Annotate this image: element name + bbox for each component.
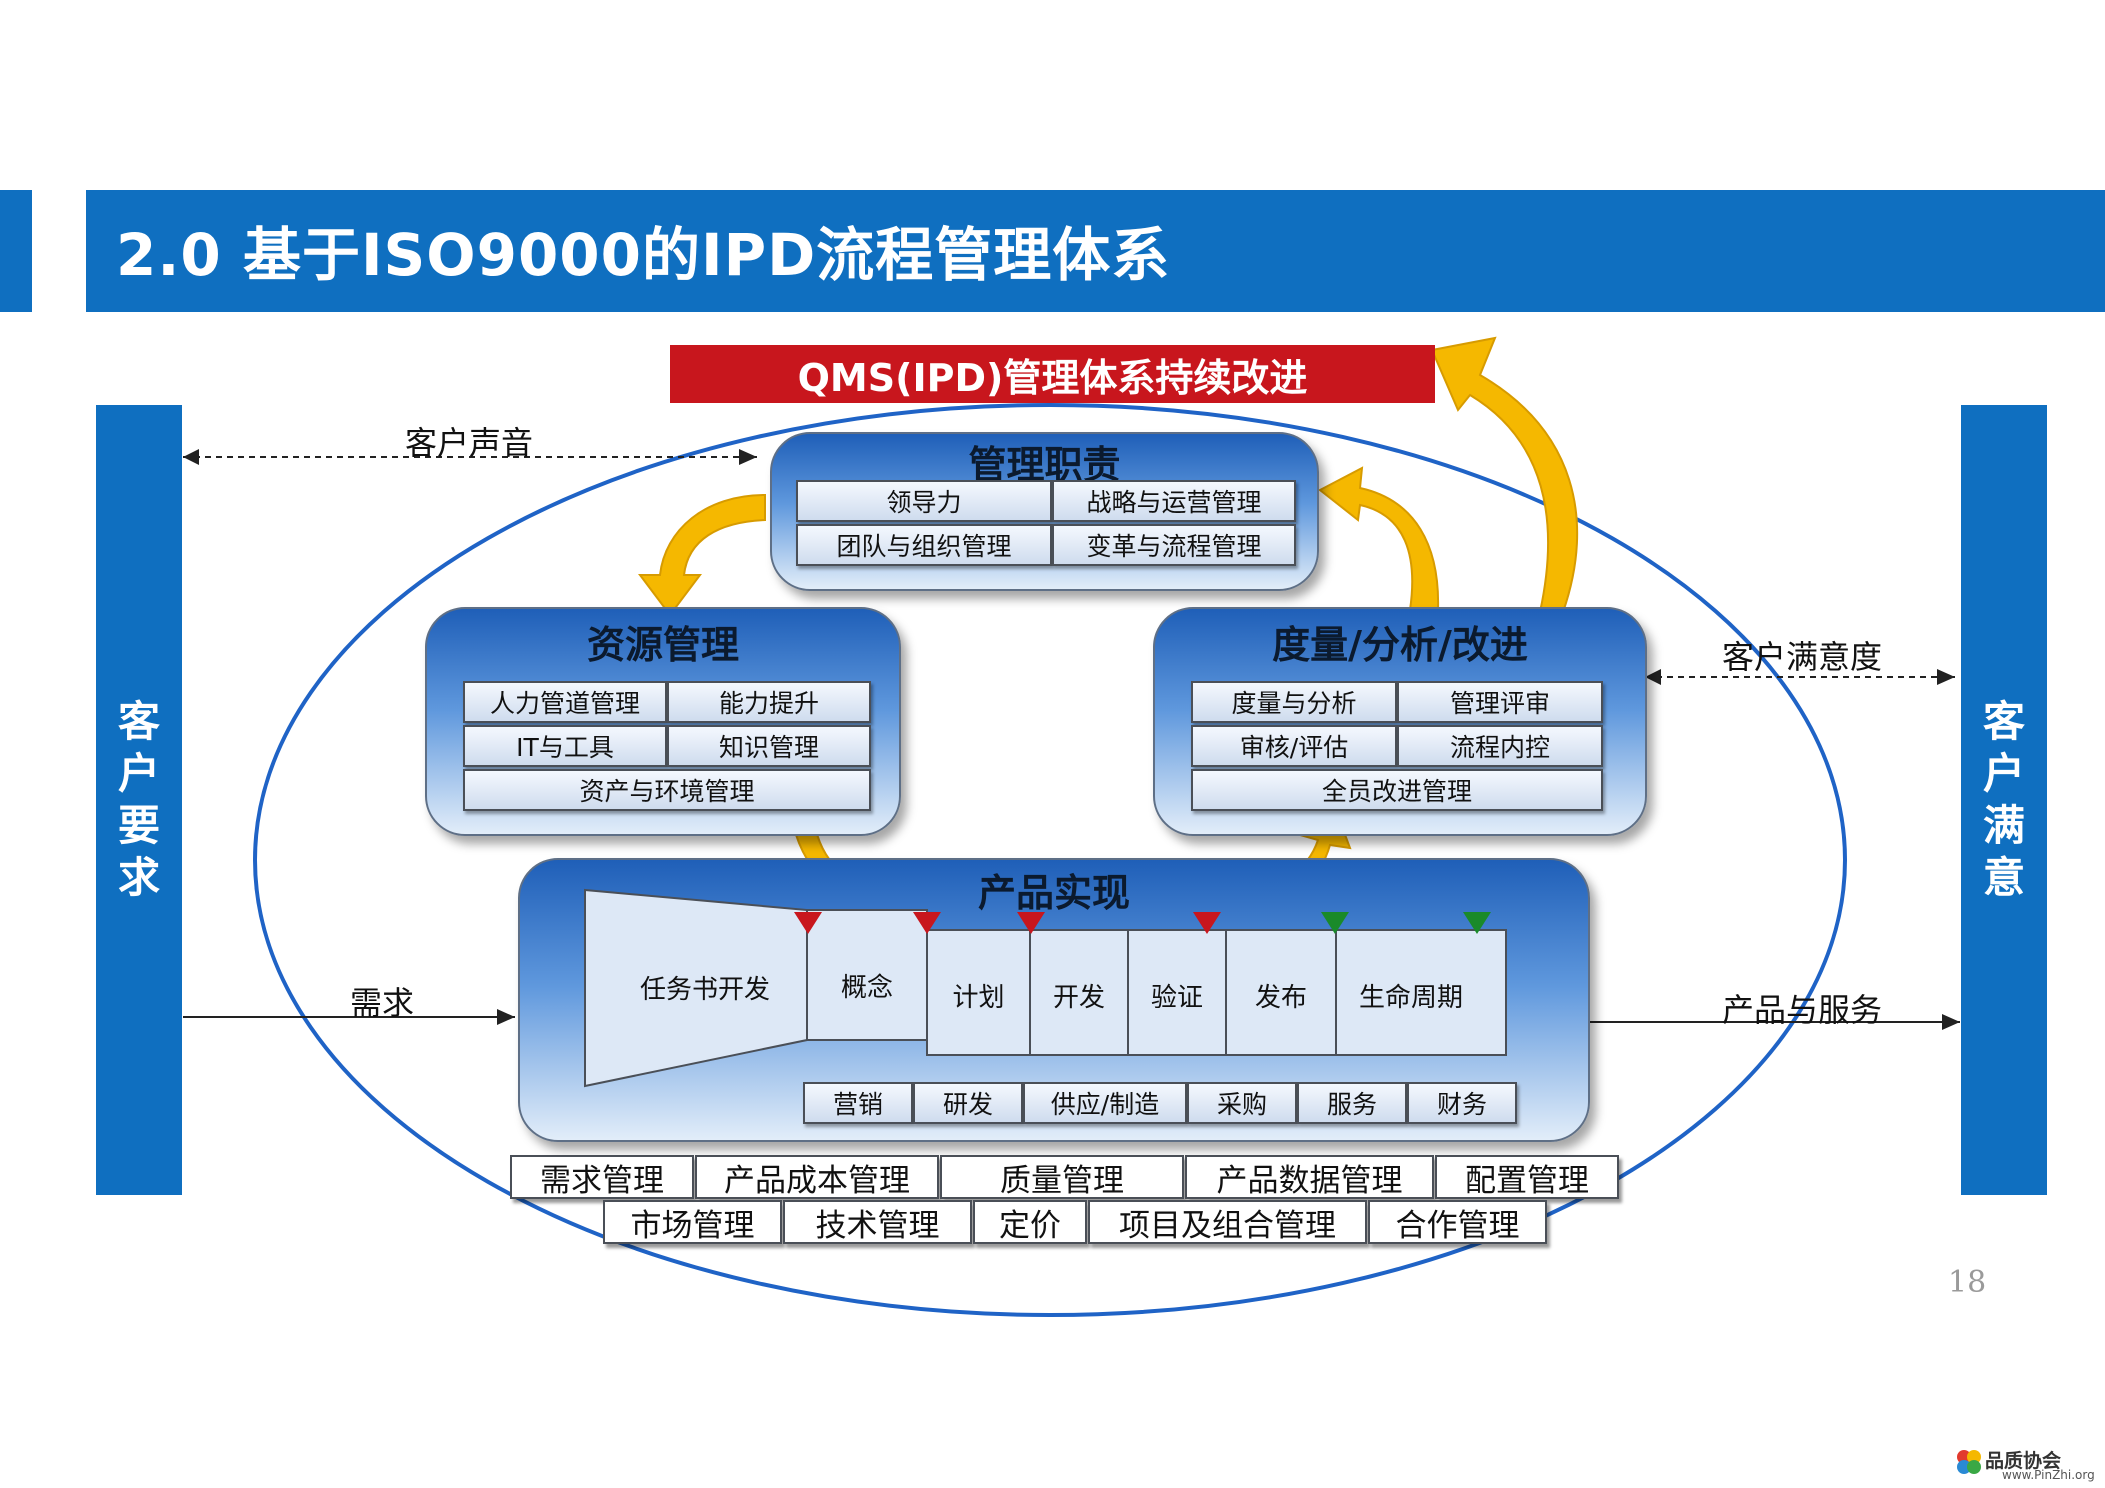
title-bar-accent — [0, 190, 32, 312]
stage-box-develop — [1029, 929, 1129, 1056]
measure-title: 度量/分析/改进 — [1272, 623, 1528, 667]
stage-concept: 概念 — [840, 972, 893, 1003]
bottom-cell: 需求管理 — [510, 1155, 694, 1199]
stage-verify: 验证 — [1150, 982, 1203, 1013]
bottom-cell: 合作管理 — [1368, 1200, 1547, 1244]
bottom-cell: 技术管理 — [783, 1200, 972, 1244]
bottom-cell: 质量管理 — [940, 1155, 1184, 1199]
milestone-green-2 — [1463, 912, 1491, 934]
customer-requirement-label: 客户要求 — [117, 697, 160, 902]
product-service-label: 产品与服务 — [1722, 991, 1883, 1029]
function-cell: 财务 — [1407, 1082, 1517, 1124]
management-panel: 管理职责 领导力 战略与运营管理 团队与组织管理 变革与流程管理 — [770, 432, 1319, 591]
customer-requirement-bar: 客户要求 — [96, 405, 182, 1195]
measure-cell: 流程内控 — [1397, 725, 1603, 767]
milestone-red-1 — [794, 912, 822, 934]
bottom-cell: 产品数据管理 — [1185, 1155, 1434, 1199]
measure-to-management-arrow — [1318, 466, 1440, 611]
management-cell: 战略与运营管理 — [1052, 480, 1296, 522]
management-cell: 变革与流程管理 — [1052, 524, 1296, 566]
management-title: 管理职责 — [968, 443, 1121, 487]
bottom-cell: 定价 — [973, 1200, 1087, 1244]
logo-name: 品质协会 — [1985, 1450, 2062, 1472]
resources-panel: 资源管理 人力管道管理 能力提升 IT与工具 知识管理 资产与环境管理 — [425, 607, 901, 836]
title-bar — [86, 190, 2105, 312]
resources-cell: 资产与环境管理 — [463, 769, 871, 811]
page-number: 18 — [1948, 1265, 1987, 1300]
management-cell: 领导力 — [796, 480, 1052, 522]
measure-panel: 度量/分析/改进 度量与分析 管理评审 审核/评估 流程内控 全员改进管理 — [1153, 607, 1647, 836]
stage-box-release — [1225, 929, 1337, 1056]
demand-label: 需求 — [350, 984, 415, 1022]
measure-cell: 度量与分析 — [1191, 681, 1397, 723]
product-panel: 产品实现 任务书开发 概念 计划 开发 验证 发布 生命周期 营销 研发 供应/… — [518, 858, 1590, 1142]
milestone-green-1 — [1321, 912, 1349, 934]
stage-develop: 开发 — [1052, 982, 1105, 1013]
bottom-cell: 配置管理 — [1435, 1155, 1619, 1199]
stage-box-plan — [926, 929, 1031, 1056]
page-title: 2.0 基于ISO9000的IPD流程管理体系 — [116, 221, 1171, 289]
function-cell: 研发 — [913, 1082, 1023, 1124]
qms-banner: QMS(IPD)管理体系持续改进 — [670, 345, 1435, 403]
stage-mission: 任务书开发 — [639, 975, 770, 1005]
improvement-arrow-big — [1430, 336, 1579, 613]
milestone-red-2 — [913, 912, 941, 934]
customer-voice-label: 客户声音 — [405, 424, 534, 462]
function-cell: 营销 — [803, 1082, 913, 1124]
product-title: 产品实现 — [977, 871, 1130, 915]
management-to-resources-arrow — [638, 493, 766, 617]
bottom-cell: 产品成本管理 — [695, 1155, 939, 1199]
bottom-cell: 市场管理 — [603, 1200, 782, 1244]
measure-cell: 全员改进管理 — [1191, 769, 1603, 811]
resources-cell: IT与工具 — [463, 725, 667, 767]
management-cell: 团队与组织管理 — [796, 524, 1052, 566]
resources-cell: 人力管道管理 — [463, 681, 667, 723]
logo-icon — [1957, 1450, 1981, 1474]
customer-satisfied-label: 客户满意 — [1982, 697, 2025, 902]
product-flow-svg — [584, 888, 1507, 1088]
bottom-cell: 项目及组合管理 — [1088, 1200, 1367, 1244]
stage-lifecycle: 生命周期 — [1358, 982, 1463, 1013]
milestone-red-4 — [1193, 912, 1221, 934]
function-cell: 供应/制造 — [1023, 1082, 1187, 1124]
logo-url: www.PinZhi.org — [2002, 1468, 2095, 1482]
stage-plan: 计划 — [952, 982, 1005, 1013]
stage-release: 发布 — [1254, 982, 1307, 1013]
stage-box-verify — [1127, 929, 1227, 1056]
measure-cell: 审核/评估 — [1191, 725, 1397, 767]
milestone-red-3 — [1017, 912, 1045, 934]
function-cell: 采购 — [1187, 1082, 1297, 1124]
stage-box-lifecycle — [1335, 929, 1507, 1056]
resources-title: 资源管理 — [586, 623, 739, 667]
resources-cell: 能力提升 — [667, 681, 871, 723]
customer-satisfaction-degree-label: 客户满意度 — [1722, 638, 1883, 676]
function-cell: 服务 — [1297, 1082, 1407, 1124]
customer-satisfaction-bar: 客户满意 — [1961, 405, 2047, 1195]
system-ellipse — [253, 403, 1847, 1317]
measure-cell: 管理评审 — [1397, 681, 1603, 723]
resources-cell: 知识管理 — [667, 725, 871, 767]
